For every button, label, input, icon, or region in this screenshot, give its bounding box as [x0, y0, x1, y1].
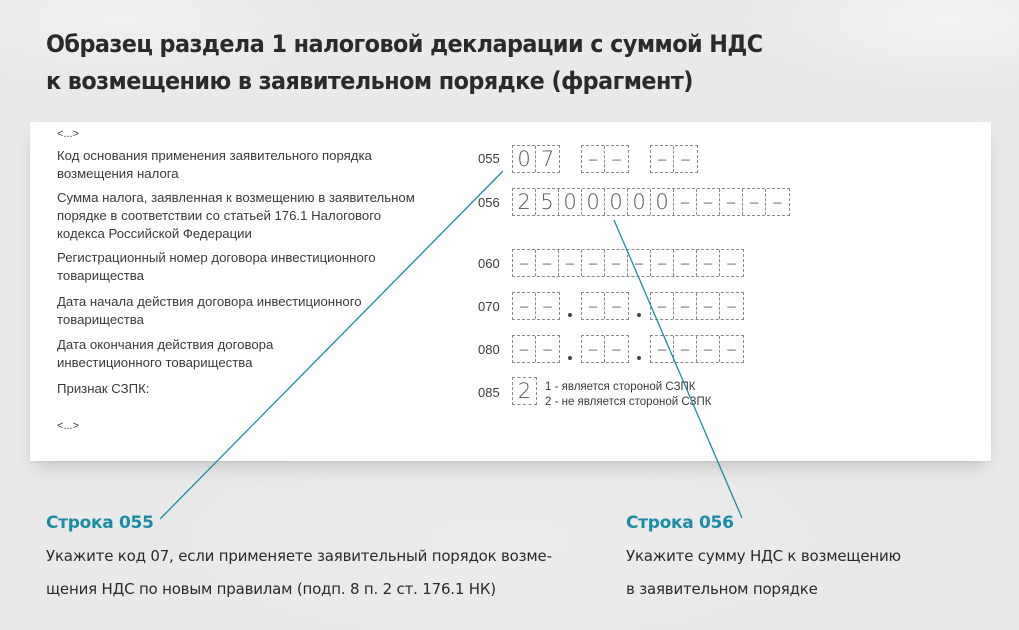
field-070-year[interactable]: – – – –: [650, 292, 744, 320]
callout-056-text: Укажите сумму НДС к возмещению в заявите…: [626, 547, 901, 598]
cell: –: [542, 294, 553, 318]
date-separator-dot: [568, 313, 572, 317]
cell: –: [611, 147, 622, 171]
callout-055-title: Строка 055: [46, 513, 154, 533]
field-055-group-3[interactable]: – –: [650, 145, 698, 173]
cell: –: [536, 250, 559, 276]
cell: –: [697, 189, 720, 215]
cell: –: [674, 189, 697, 215]
field-055-group-2[interactable]: – –: [581, 145, 629, 173]
cell: –: [582, 293, 605, 319]
cell: 0: [605, 189, 628, 215]
field-080-day[interactable]: – –: [512, 335, 560, 363]
cell: –: [651, 146, 674, 172]
field-070-day[interactable]: – –: [512, 292, 560, 320]
cell: –: [674, 250, 697, 276]
cell: –: [611, 337, 622, 361]
cell: 2: [513, 189, 536, 215]
cell: –: [651, 336, 674, 362]
field-070-month[interactable]: – –: [581, 292, 629, 320]
cell: –: [772, 190, 783, 214]
field-label-060: Регистрационный номер договора инвестици…: [57, 250, 376, 283]
page-title-line-2: к возмещению в заявительном порядке (фра…: [46, 67, 693, 95]
cell: 5: [536, 189, 559, 215]
field-085-szpk[interactable]: 2: [512, 377, 537, 405]
cell: 0: [513, 146, 536, 172]
cell: 0: [628, 189, 651, 215]
date-separator-dot: [568, 356, 572, 360]
cell: –: [651, 293, 674, 319]
field-code-056: 056: [478, 195, 500, 210]
cell: –: [720, 189, 743, 215]
cell: –: [559, 250, 582, 276]
cell: –: [726, 337, 737, 361]
cell: –: [611, 294, 622, 318]
cell: –: [542, 337, 553, 361]
cell: –: [697, 293, 720, 319]
omitted-content-marker-top: <...>: [57, 128, 80, 140]
field-label-080: Дата окончания действия договора инвести…: [57, 337, 274, 370]
cell: –: [697, 250, 720, 276]
cell: –: [582, 146, 605, 172]
cell: –: [697, 336, 720, 362]
callout-056-title: Строка 056: [626, 513, 734, 533]
cell: –: [513, 293, 536, 319]
cell: 0: [651, 189, 674, 215]
omitted-content-marker-bottom: <...>: [57, 420, 80, 432]
cell: –: [651, 250, 674, 276]
page-title-line-1: Образец раздела 1 налоговой декларации с…: [46, 30, 763, 58]
field-label-070: Дата начала действия договора инвестицио…: [57, 294, 362, 327]
cell: –: [582, 336, 605, 362]
cell: 2: [517, 379, 532, 403]
cell: –: [680, 147, 691, 171]
cell: –: [513, 336, 536, 362]
cell: –: [674, 336, 697, 362]
cell: –: [674, 293, 697, 319]
field-056-amount[interactable]: 2 5 0 0 0 0 0 – – – – –: [512, 188, 790, 216]
field-label-056: Сумма налога, заявленная к возмещению в …: [57, 190, 415, 241]
field-085-legend: 1 - является стороной СЗПК 2 - не являет…: [545, 381, 712, 408]
date-separator-dot: [637, 356, 641, 360]
cell: –: [726, 251, 737, 275]
field-060-reg-number[interactable]: – – – – – – – – – –: [512, 249, 744, 277]
field-code-060: 060: [478, 256, 500, 271]
field-code-085: 085: [478, 385, 500, 400]
cell: –: [726, 294, 737, 318]
field-080-month[interactable]: – –: [581, 335, 629, 363]
callout-055-text: Укажите код 07, если применяете заявител…: [46, 547, 552, 598]
page-title: Образец раздела 1 налоговой декларации с…: [46, 26, 763, 100]
cell: –: [513, 250, 536, 276]
field-code-070: 070: [478, 299, 500, 314]
field-080-year[interactable]: – – – –: [650, 335, 744, 363]
date-separator-dot: [637, 313, 641, 317]
cell: –: [605, 250, 628, 276]
cell: –: [582, 250, 605, 276]
field-code-055: 055: [478, 151, 500, 166]
field-label-085: Признак СЗПК:: [57, 381, 150, 396]
cell: 7: [540, 147, 555, 171]
cell: 0: [559, 189, 582, 215]
field-055-group-1[interactable]: 0 7: [512, 145, 560, 173]
cell: –: [628, 250, 651, 276]
cell: 0: [582, 189, 605, 215]
cell: –: [743, 189, 766, 215]
field-code-080: 080: [478, 342, 500, 357]
field-label-055: Код основания применения заявительного п…: [57, 148, 372, 181]
